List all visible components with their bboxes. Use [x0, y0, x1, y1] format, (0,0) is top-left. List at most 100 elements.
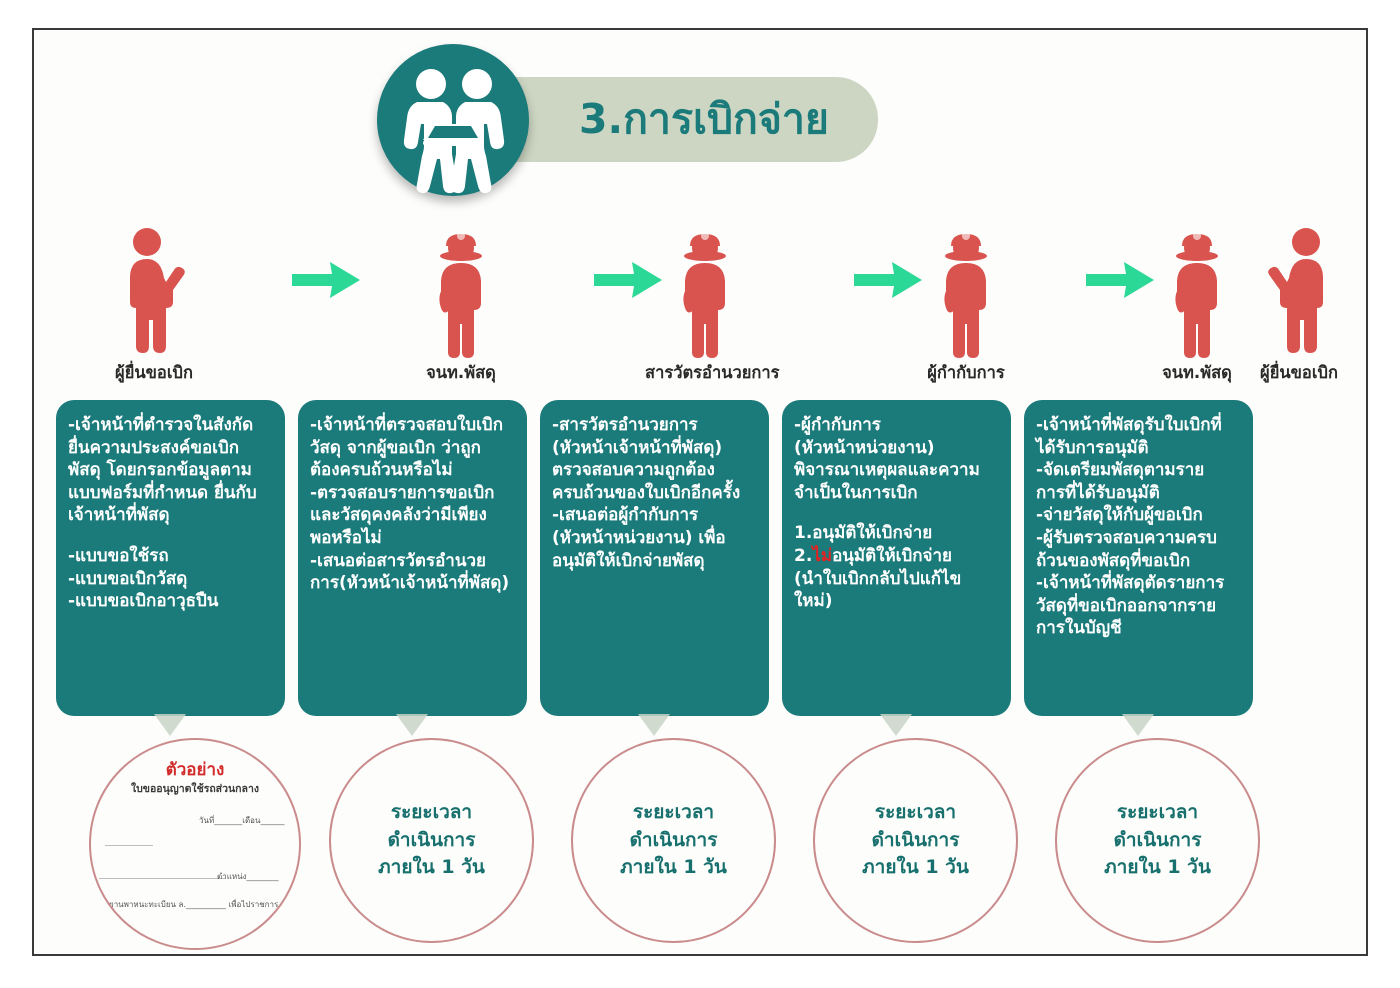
circle-row: ตัวอย่าง ใบขออนุญาตใช้รถส่วนกลาง วันที่_… — [34, 730, 1366, 954]
card-line-highlighted: 2.ไม่อนุมัติให้เบิกจ่าย — [794, 545, 1001, 568]
two-people-document-icon — [377, 44, 529, 196]
duration-line: ระยะเวลา — [1116, 801, 1199, 824]
card-line-rest: อนุมัติให้เบิกจ่าย — [832, 546, 953, 567]
card-line: (หัวหน้าเจ้าหน้าที่พัสดุ) — [552, 437, 723, 458]
arrow-right-icon — [292, 258, 362, 302]
card-line: -จัดเตรียมพัสดุตามราย — [1036, 460, 1205, 481]
duration-line: ระยะเวลา — [390, 801, 473, 824]
sample-title: ตัวอย่าง — [165, 760, 225, 780]
arrow-right-icon — [1086, 258, 1156, 302]
officer-cap-icon — [906, 218, 1026, 358]
list-number: 2. — [794, 546, 813, 567]
sample-document-circle: ตัวอย่าง ใบขออนุญาตใช้รถส่วนกลาง วันที่_… — [89, 738, 301, 950]
duration-line: ดำเนินการ — [629, 828, 718, 851]
card-line: วัสดุที่ขอเบิกออกจากราย — [1036, 595, 1217, 616]
actor-label: ผู้ยื่นขอเบิก — [1260, 363, 1338, 382]
page-title: 3.การเบิกจ่าย — [579, 95, 829, 143]
arrow-right-icon — [854, 258, 924, 302]
card-line: -ผู้กำกับการ — [794, 415, 881, 435]
card-line: ได้รับการอนุมัติ — [1036, 437, 1149, 458]
card-1: -เจ้าหน้าที่ตำรวจในสังกัด ยื่นความประสงค… — [56, 400, 285, 716]
title-pill: 3.การเบิกจ่าย — [474, 77, 878, 162]
duration-circle-2: ระยะเวลา ดำเนินการ ภายใน 1 วัน — [571, 738, 776, 943]
card-line: การที่ได้รับอนุมัติ — [1036, 482, 1160, 503]
card-line: -เสนอต่อผู้กำกับการ — [552, 505, 699, 526]
duration-line: ภายใน 1 วัน — [378, 856, 485, 879]
card-line: -จ่ายวัสดุให้กับผู้ขอเบิก — [1036, 505, 1203, 526]
card-line: ต้องครบถ้วนหรือไม่ — [310, 460, 453, 481]
card-line: การในบัญชี — [1036, 618, 1122, 639]
duration-line: ภายใน 1 วัน — [620, 856, 727, 879]
header: 3.การเบิกจ่าย — [34, 30, 1366, 205]
duration-circle-3: ระยะเวลา ดำเนินการ ภายใน 1 วัน — [813, 738, 1018, 943]
card-line: -แบบขอเบิกวัสดุ — [68, 568, 188, 589]
card-tail — [1122, 714, 1154, 736]
card-line: อนุมัติให้เบิกจ่ายพัสดุ — [552, 550, 705, 571]
card-line: -เจ้าหน้าที่ตรวจสอบใบเบิก — [310, 415, 503, 435]
sample-field-date: วันที่_______เดือน______ — [199, 816, 285, 825]
duration-line: ระยะเวลา — [632, 801, 715, 824]
card-3: -สารวัตรอำนวยการ (หัวหน้าเจ้าหน้าที่พัสด… — [540, 400, 769, 716]
card-line: (หัวหน้าหน่วยงาน) — [794, 437, 935, 458]
actor-label: จนท.พัสดุ — [426, 363, 496, 382]
duration-line: ภายใน 1 วัน — [1104, 856, 1211, 879]
duration-line: ภายใน 1 วัน — [862, 856, 969, 879]
card-line: จำเป็นในการเบิก — [794, 482, 918, 503]
duration-circle-4: ระยะเวลา ดำเนินการ ภายใน 1 วัน — [1055, 738, 1260, 943]
actor-label: สารวัตรอำนวยการ — [645, 363, 780, 382]
card-tail — [880, 714, 912, 736]
card-line: ใหม่) — [794, 591, 833, 612]
actor-3: สารวัตรอำนวยการ — [645, 218, 780, 386]
card-line: วัสดุ จากผู้ขอเบิก ว่าถูก — [310, 437, 481, 458]
card-line: -เจ้าหน้าที่ตำรวจในสังกัด — [68, 415, 254, 435]
sample-field-register: ยานพาหนะทะเบียน ล.__________ เพื่อไปราชก… — [109, 900, 279, 909]
sample-rule — [105, 845, 153, 846]
actor-row: ผู้ยื่นขอเบิก จนท.พัสดุ — [34, 200, 1366, 390]
person-raised-hand-icon — [1239, 218, 1359, 358]
sample-rule — [99, 878, 225, 879]
arrow-right-icon — [594, 258, 664, 302]
card-tail — [638, 714, 670, 736]
card-line: ยื่นความประสงค์ขอเบิก — [68, 437, 240, 458]
card-line: พัสดุ โดยกรอกข้อมูลตาม — [68, 460, 252, 481]
actor-label: ผู้กำกับการ — [927, 363, 1005, 382]
actor-label: จนท.พัสดุ — [1162, 363, 1232, 382]
card-line: ตรวจสอบความถูกต้อง — [552, 460, 715, 481]
duration-line: ดำเนินการ — [1113, 828, 1202, 851]
actor-1: ผู้ยื่นขอเบิก — [94, 218, 214, 386]
infographic-frame: 3.การเบิกจ่าย — [32, 28, 1368, 956]
officer-cap-icon — [645, 218, 765, 358]
person-raised-hand-icon — [94, 218, 214, 358]
card-line: 1.อนุมัติให้เบิกจ่าย — [794, 523, 933, 544]
card-line: (หัวหน้าหน่วยงาน) เพื่อ — [552, 528, 726, 549]
card-line: ถ้วนของพัสดุที่ขอเบิก — [1036, 550, 1191, 571]
actor-6: ผู้ยื่นขอเบิก — [1239, 218, 1359, 386]
duration-line: ดำเนินการ — [871, 828, 960, 851]
negation-highlight: ไม่ — [812, 546, 833, 567]
duration-circle-1: ระยะเวลา ดำเนินการ ภายใน 1 วัน — [329, 738, 534, 943]
duration-line: ระยะเวลา — [874, 801, 957, 824]
card-line: -สารวัตรอำนวยการ — [552, 415, 698, 435]
card-line: แบบฟอร์มที่กำหนด ยื่นกับ — [68, 482, 257, 503]
actor-4: ผู้กำกับการ — [906, 218, 1026, 386]
card-line: -เจ้าหน้าที่พัสดุรับใบเบิกที่ — [1036, 415, 1222, 435]
card-line: การ(หัวหน้าเจ้าหน้าที่พัสดุ) — [310, 573, 510, 594]
card-line: -ผู้รับตรวจสอบความครบ — [1036, 528, 1217, 549]
actor-label: ผู้ยื่นขอเบิก — [115, 363, 193, 382]
card-line: -แบบขอใช้รถ — [68, 546, 169, 567]
card-row: -เจ้าหน้าที่ตำรวจในสังกัด ยื่นความประสงค… — [34, 400, 1366, 736]
card-5: -เจ้าหน้าที่พัสดุรับใบเบิกที่ ได้รับการอ… — [1024, 400, 1253, 716]
card-line: -ตรวจสอบรายการขอเบิก — [310, 482, 495, 503]
card-tail — [154, 714, 186, 736]
card-line: พิจารณาเหตุผลและความ — [794, 460, 980, 481]
card-line: พอหรือไม่ — [310, 528, 382, 549]
officer-cap-icon — [1137, 218, 1257, 358]
card-line: และวัสดุคงคลังว่ามีเพียง — [310, 505, 487, 526]
card-2: -เจ้าหน้าที่ตรวจสอบใบเบิก วัสดุ จากผู้ขอ… — [298, 400, 527, 716]
card-tail — [396, 714, 428, 736]
sample-subtitle: ใบขออนุญาตใช้รถส่วนกลาง — [131, 783, 259, 795]
card-line: -เสนอต่อสารวัตรอำนวย — [310, 550, 486, 571]
card-line: ครบถ้วนของใบเบิกอีกครั้ง — [552, 482, 741, 503]
card-line: เจ้าหน้าที่พัสดุ — [68, 505, 170, 526]
actor-5: จนท.พัสดุ — [1137, 218, 1257, 386]
